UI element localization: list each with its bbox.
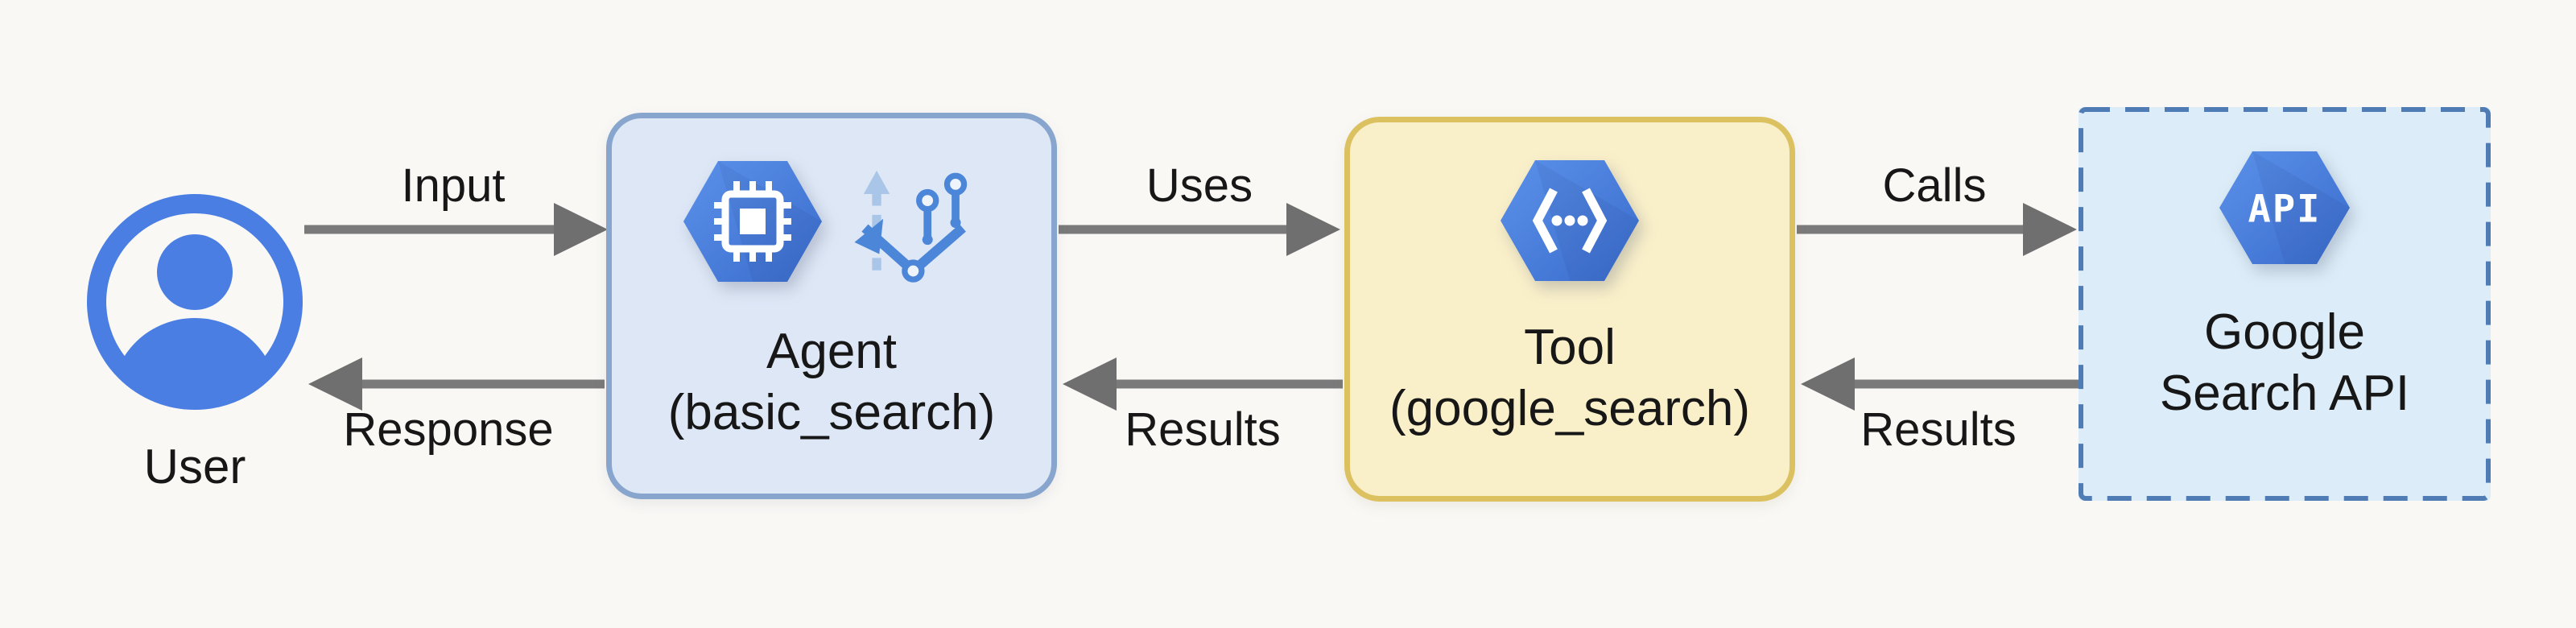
api-node-subtitle: Search API: [2159, 366, 2410, 421]
tool-node-title: Tool: [1524, 320, 1616, 375]
user-circle-icon: [87, 194, 303, 410]
api-node-title: Google: [2204, 304, 2365, 360]
user-node-label: User: [143, 440, 246, 494]
cloud-functions-hexagon-icon: [1501, 160, 1639, 281]
edge-uses-label: Uses: [1146, 159, 1253, 212]
api-hexagon-label: API: [2248, 188, 2322, 232]
tool-node: Tool (google_search): [1344, 117, 1795, 502]
agent-icon-row: [683, 157, 980, 286]
agent-node-title: Agent: [766, 324, 898, 379]
edge-response-label: Response: [343, 403, 554, 456]
google-search-api-node: API Google Search API: [2079, 107, 2491, 501]
edge-calls-label: Calls: [1882, 159, 1987, 212]
edge-results-tool-agent-label: Results: [1125, 403, 1281, 456]
agent-node: Agent (basic_search): [606, 113, 1057, 499]
agent-node-subtitle: (basic_search): [667, 385, 996, 440]
brackets-dots-glyph: [1532, 188, 1608, 254]
chip-glyph: [714, 181, 791, 262]
tool-node-subtitle: (google_search): [1389, 381, 1751, 436]
api-hexagon-icon: API: [2219, 151, 2350, 264]
ai-chip-hexagon-icon: [683, 161, 822, 282]
edge-input-label: Input: [401, 159, 506, 212]
pipeline-branch-icon: [854, 170, 968, 283]
edge-results-api-tool-label: Results: [1860, 403, 2017, 456]
